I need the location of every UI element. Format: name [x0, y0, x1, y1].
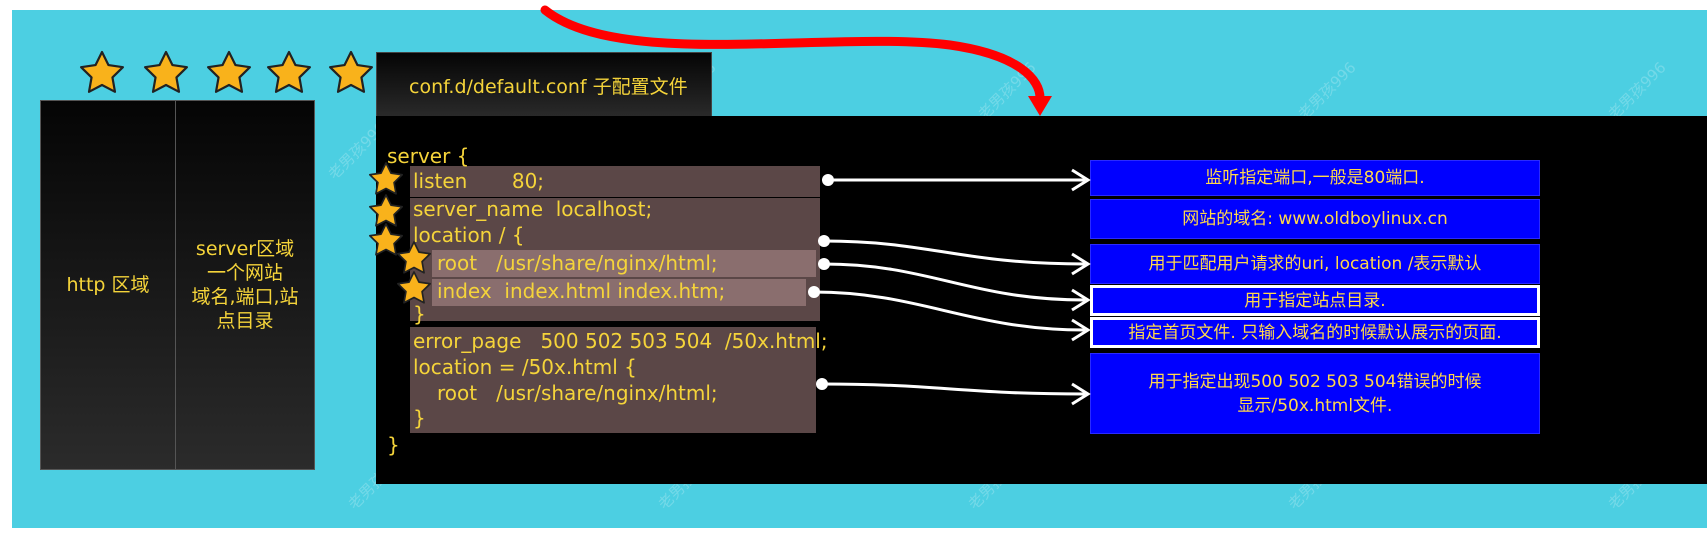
- arrow-icon: [823, 239, 1091, 276]
- desc-index-text: 指定首页文件. 只输入域名的时候默认展示的页面.: [1128, 322, 1502, 343]
- star-icon: [369, 194, 403, 227]
- desc-error-page-text: 用于指定出现500 502 503 504错误的时候 显示/50x.html文件…: [1148, 371, 1482, 416]
- code-line: }: [387, 433, 400, 457]
- star-icon: [397, 241, 431, 274]
- highlight-index: [432, 279, 806, 306]
- desc-index: 指定首页文件. 只输入域名的时候默认展示的页面.: [1090, 317, 1540, 348]
- arrow-start-dot: [818, 258, 830, 270]
- server-block: server区域 一个网站 域名,端口,站 点目录: [175, 100, 315, 470]
- star-icon: [397, 271, 431, 304]
- arrow-icon: [821, 382, 1091, 406]
- code-line: }: [413, 406, 426, 430]
- code-line: error_page 500 502 503 504 /50x.html;: [413, 329, 828, 353]
- desc-error-page: 用于指定出现500 502 503 504错误的时候 显示/50x.html文件…: [1090, 353, 1540, 434]
- code-line: root /usr/share/nginx/html;: [437, 251, 718, 275]
- conf-file-tab: conf.d/default.conf 子配置文件: [376, 52, 712, 118]
- star-icon: [329, 50, 373, 93]
- desc-location: 用于匹配用户请求的uri, location /表示默认: [1090, 244, 1540, 284]
- code-line: server_name localhost;: [413, 197, 653, 221]
- code-line: location / {: [413, 223, 525, 247]
- desc-root: 用于指定站点目录.: [1090, 285, 1540, 316]
- highlight-server-name: [410, 198, 820, 223]
- star-icon: [267, 50, 311, 93]
- code-line: }: [413, 302, 426, 326]
- desc-listen: 监听指定端口,一般是80端口.: [1090, 160, 1540, 196]
- arrow-icon: [813, 290, 1091, 342]
- highlight-root: [432, 250, 816, 277]
- star-icon: [79, 50, 125, 93]
- star-icon: [369, 162, 403, 195]
- arrow-start-dot: [822, 174, 834, 186]
- code-line: index index.html index.htm;: [437, 279, 726, 303]
- server-block-label: server区域 一个网站 域名,端口,站 点目录: [191, 238, 299, 332]
- arrow-icon: [823, 262, 1091, 312]
- desc-root-text: 用于指定站点目录.: [1244, 290, 1386, 311]
- code-line: listen 80;: [413, 169, 545, 193]
- arrow-icon: [828, 168, 1091, 192]
- code-line: location = /50x.html {: [413, 355, 637, 379]
- desc-listen-text: 监听指定端口,一般是80端口.: [1205, 168, 1425, 188]
- arrow-start-dot: [808, 286, 820, 298]
- red-arrow-icon: [540, 5, 1052, 116]
- http-block: http 区域: [40, 100, 176, 470]
- arrow-start-dot: [818, 235, 830, 247]
- star-icon: [369, 223, 403, 256]
- arrow-start-dot: [816, 378, 828, 390]
- highlight-error-page: [410, 327, 816, 433]
- star-icon: [207, 50, 251, 93]
- desc-server-name: 网站的域名: www.oldboylinux.cn: [1090, 199, 1540, 239]
- star-icon: [144, 50, 188, 93]
- conf-file-label: conf.d/default.conf 子配置文件: [409, 75, 688, 98]
- desc-server-name-text: 网站的域名: www.oldboylinux.cn: [1182, 209, 1448, 229]
- http-block-label: http 区域: [66, 274, 150, 296]
- highlight-listen: [410, 166, 820, 197]
- code-line: root /usr/share/nginx/html;: [437, 381, 718, 405]
- code-line: server {: [387, 144, 470, 168]
- desc-location-text: 用于匹配用户请求的uri, location /表示默认: [1148, 254, 1482, 274]
